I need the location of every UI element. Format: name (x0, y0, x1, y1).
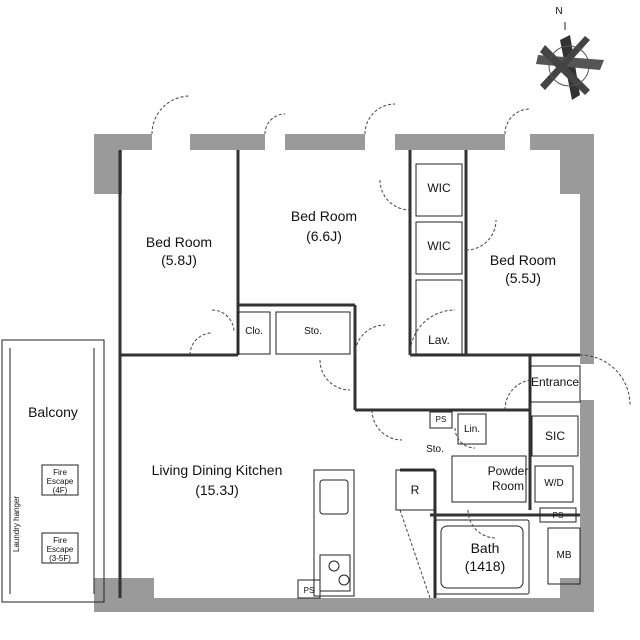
wic-label-1: WIC (427, 181, 451, 195)
mb-label: MB (556, 550, 572, 561)
wic-label-2: WIC (427, 239, 451, 253)
fire-escape-3-5f-2: Escape (46, 545, 74, 554)
clo-label: Clo. (245, 326, 263, 337)
powder-room-name-2: Room (491, 479, 524, 493)
lin-label: Lin. (463, 424, 481, 435)
powder-room-name: Powder (487, 464, 529, 478)
refrigerator-label: R (410, 483, 420, 497)
washer-dryer-label: W/D (544, 478, 564, 489)
bedroom-left-size: (5.8J) (161, 252, 197, 268)
laundry-hanger-label: Laundry hanger (12, 495, 21, 553)
bedroom-mid-name: Bed Room (290, 208, 358, 224)
compass-rose-icon (536, 22, 604, 100)
fire-escape-3-5f-1: Fire (53, 536, 67, 545)
fire-escape-4f-3: (4F) (52, 486, 68, 495)
bedroom-left-name: Bed Room (145, 234, 213, 250)
bedroom-right-name: Bed Room (489, 252, 557, 268)
bath-name: Bath (470, 540, 500, 556)
lav-label: Lav. (428, 333, 450, 347)
ps-label-3: PS (303, 586, 315, 595)
ldk-size: (15.3J) (195, 482, 239, 498)
ps-label-1: PS (435, 415, 447, 424)
bath-size: (1418) (464, 558, 506, 574)
fire-escape-3-5f-3: (3-5F) (49, 554, 71, 563)
sto-label-2: Sto. (426, 444, 444, 455)
fire-escape-4f-1: Fire (53, 468, 67, 477)
sto-label: Sto. (304, 326, 322, 337)
entrance-label: Entrance (530, 375, 580, 389)
compass-north-label: N (555, 6, 563, 17)
bedroom-mid-size: (6.6J) (306, 228, 342, 244)
sic-label: SIC (544, 429, 565, 443)
fire-escape-4f-2: Escape (46, 477, 74, 486)
bedroom-right-size: (5.5J) (505, 270, 541, 286)
balcony-name: Balcony (28, 404, 78, 420)
ldk-name: Living Dining Kitchen (151, 462, 283, 478)
ps-label-2: PS (552, 511, 564, 520)
